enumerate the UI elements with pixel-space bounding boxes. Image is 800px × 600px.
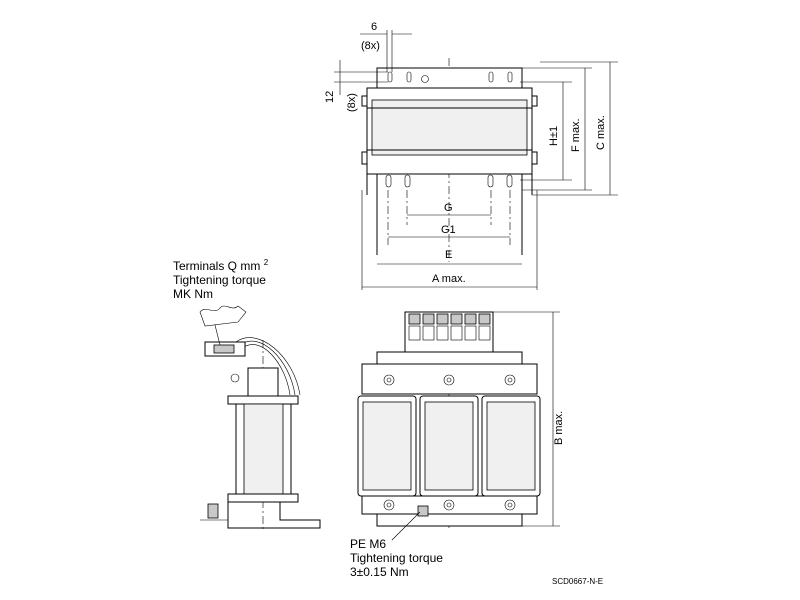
drawing-code: SCD0667-N-E	[552, 577, 603, 586]
dim-a-label: A max.	[432, 273, 466, 285]
terminals-label: Terminals Q mm 2	[173, 258, 269, 273]
dim-h-label: H±1	[548, 126, 560, 146]
tightening-torque-label-1: Tightening torque	[173, 273, 266, 287]
dim-c-label: C max.	[595, 115, 607, 150]
mk-nm-label: MK Nm	[173, 287, 213, 301]
dim-b-label: B max.	[553, 411, 565, 445]
dim-f-label: F max.	[570, 118, 582, 152]
front-view: B max.	[357, 311, 565, 530]
tightening-torque-label-2: Tightening torque	[350, 551, 443, 565]
top-view	[361, 58, 538, 262]
dim-12-label: 12	[324, 91, 336, 103]
dim-8x-side-label: (8x)	[346, 93, 358, 112]
top-view-dimensions: 6 (8x) 12 (8x) H±1 F max. C max. G G1 E	[324, 21, 618, 290]
terminals-superscript: 2	[264, 258, 269, 267]
terminal-block	[408, 313, 491, 341]
dim-e-label: E	[445, 249, 452, 261]
pe-m6-label: PE M6	[350, 537, 386, 551]
side-view	[200, 337, 321, 530]
dim-g-label: G	[444, 202, 453, 214]
dim-6-label: 6	[371, 21, 377, 33]
annotations: Terminals Q mm 2 Tightening torque MK Nm…	[173, 258, 603, 586]
dim-8x-top-label: (8x)	[361, 40, 380, 52]
dim-g1-label: G1	[441, 224, 456, 236]
torque-value-label: 3±0.15 Nm	[350, 565, 409, 579]
